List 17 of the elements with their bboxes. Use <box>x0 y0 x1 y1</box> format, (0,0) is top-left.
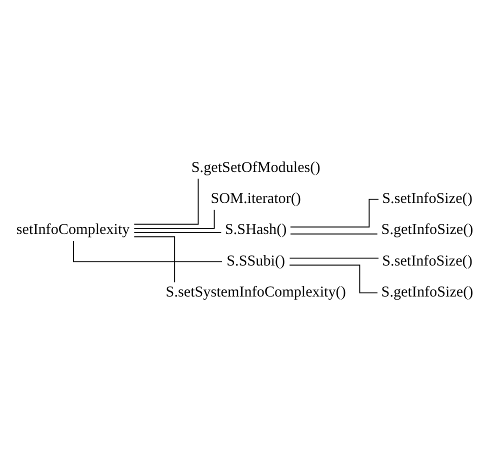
connector <box>289 258 379 259</box>
connector <box>134 178 199 225</box>
node-text: SOM.iterator() <box>210 190 301 207</box>
node-text: S.getSetOfModules() <box>191 160 320 176</box>
node-text: S.getInfoSize() <box>381 284 474 300</box>
node-text: S.getInfoSize() <box>381 222 474 238</box>
node-text: S.SSubi() <box>226 253 286 270</box>
node-text: S.SHash() <box>224 222 287 238</box>
node-text: setInfoComplexity <box>16 222 130 238</box>
connector <box>134 209 215 229</box>
node-text: S.setInfoSize() <box>382 190 472 207</box>
connector <box>73 240 222 262</box>
connector <box>289 264 378 294</box>
node-text: S.setInfoSize() <box>382 253 472 270</box>
node-text: S.setSystemInfoComplexity() <box>166 284 346 300</box>
connector <box>134 236 176 283</box>
connector <box>134 232 222 234</box>
